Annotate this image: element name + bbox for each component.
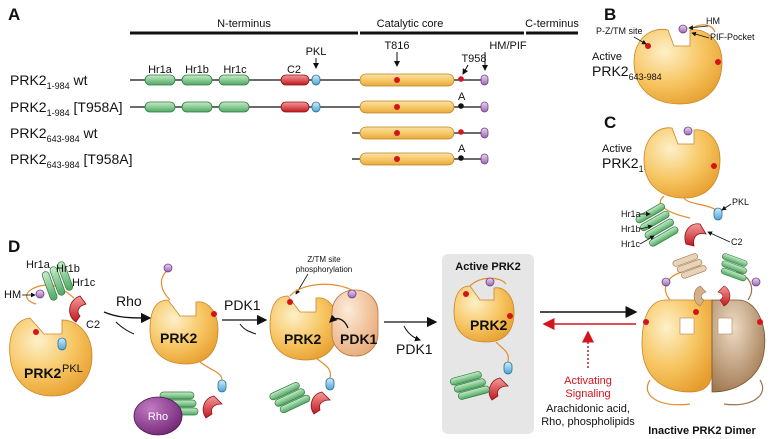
prk2-label-4: PRK2: [470, 317, 508, 333]
ztm-label-2: phosphorylation: [296, 265, 352, 274]
hr1c-label-d: Hr1c: [72, 277, 96, 289]
activating-label-2: Signaling: [565, 388, 610, 400]
hr1b-label-d: Hr1b: [56, 263, 80, 275]
hr1b-label-c: Hr1b: [621, 224, 641, 234]
construct-4-label: PRK2643-984 [T958A]: [10, 151, 133, 170]
rho-label: Rho: [148, 411, 168, 423]
panel-c-kinase: [643, 126, 721, 219]
c2-label-d: C2: [86, 319, 100, 331]
active-prk2-title: Active PRK2: [455, 261, 520, 273]
construct-2-label: PRK21-984 [T958A]: [10, 99, 123, 118]
hr1a-label-d: Hr1a: [26, 259, 51, 271]
prk2-pdk1-complex: [269, 283, 379, 415]
hr1c-label: Hr1c: [223, 64, 247, 76]
pdk1-release-label: PDK1: [396, 341, 433, 357]
active-prk2: [449, 277, 515, 401]
ala-label-1: A: [458, 91, 466, 103]
pdk1-label: PDK1: [340, 331, 378, 347]
catalytic-core-label: Catalytic core: [377, 18, 444, 30]
hr1b-label: Hr1b: [185, 64, 209, 76]
hr1a-label-c: Hr1a: [621, 209, 641, 219]
hm-label-b: HM: [706, 16, 720, 26]
ala-label-2: A: [458, 143, 466, 155]
inactive-prk2-dimer: [641, 253, 766, 406]
pkl-label: PKL: [306, 46, 327, 58]
panel-b-label: B: [604, 5, 616, 24]
pkl-label-d: PKL: [62, 363, 83, 375]
pdk1-arrow-label: PDK1: [224, 297, 261, 313]
panel-c-regulatory: [635, 203, 723, 247]
construct-row-1: [130, 73, 489, 87]
pkl-label-c: PKL: [732, 197, 749, 207]
panel-c-label: C: [604, 113, 616, 132]
panel-b-title: Active: [592, 51, 622, 63]
c-terminus-label: C-terminus: [525, 18, 579, 30]
panel-b-kinase: [633, 24, 723, 105]
t816-label: T816: [384, 40, 409, 52]
activating-label-1: Activating: [564, 375, 612, 387]
pz-tm-label: P-Z/TM site: [596, 26, 643, 36]
inactive-prk2: [9, 261, 93, 397]
t958-label: T958: [461, 53, 486, 65]
dimer-label: Inactive PRK2 Dimer: [648, 425, 756, 437]
construct-row-2: [130, 100, 489, 114]
signals-label-1: Arachidonic acid,: [546, 403, 630, 415]
construct-1-label: PRK21-984 wt: [10, 72, 88, 91]
rho-arrow-label: Rho: [116, 293, 142, 309]
construct-3-label: PRK2643-984 wt: [10, 125, 98, 144]
panel-a-label: A: [8, 5, 20, 24]
n-terminus-label: N-terminus: [217, 18, 271, 30]
panel-b-name: PRK2643-984: [592, 63, 662, 82]
prk2-label-2: PRK2: [160, 330, 198, 346]
signals-label-2: Rho, phospholipids: [541, 416, 635, 428]
panel-c-title: Active: [602, 143, 632, 155]
hm-label-d: HM: [4, 289, 21, 301]
pif-pocket-label: PIF-Pocket: [710, 32, 755, 42]
panel-d-label: D: [8, 237, 20, 256]
hr1c-label-c: Hr1c: [621, 239, 641, 249]
prk2-rho-bound: [133, 263, 227, 436]
construct-row-4: [352, 152, 489, 166]
hr1a-label: Hr1a: [148, 64, 173, 76]
hm-pif-label: HM/PIF: [489, 40, 527, 52]
prk2-label-1: PRK2: [24, 365, 62, 381]
c2-label: C2: [287, 64, 301, 76]
prk2-label-3: PRK2: [284, 331, 322, 347]
ztm-label-1: Z/TM site: [307, 255, 341, 264]
construct-row-3: [352, 126, 489, 140]
c2-label-c: C2: [731, 237, 743, 247]
